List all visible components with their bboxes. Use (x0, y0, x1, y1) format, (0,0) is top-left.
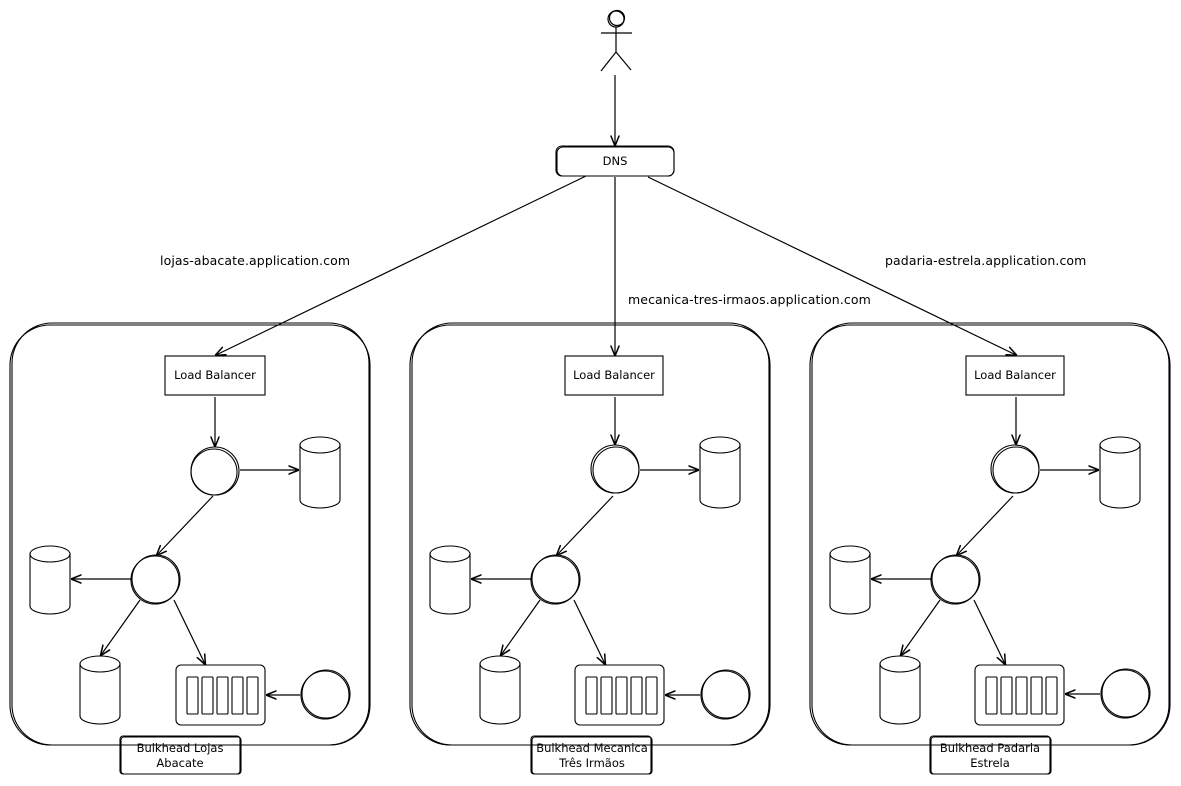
bulkhead-lojas-abacate-label: Bulkhead Lojas Abacate (136, 741, 224, 770)
bulkhead-padaria-container (809, 322, 1171, 775)
bulkhead-padaria-arrows (872, 397, 1100, 694)
load-balancer-lojas-label: Load Balancer (174, 368, 256, 383)
route-label-mecanica: mecanica-tres-irmaos.application.com (628, 292, 871, 307)
user-actor-icon (600, 9, 632, 72)
bulkhead-lojas-abacate-arrows (72, 397, 300, 695)
bulkhead-mecanica-label: Bulkhead Mecanica Três Irmãos (536, 741, 648, 770)
dns-label: DNS (602, 153, 628, 168)
dns-box (555, 145, 675, 177)
bulkhead-mecanica-container (409, 322, 771, 775)
bulkhead-mecanica-arrows (472, 397, 700, 695)
route-label-padaria: padaria-estrela.application.com (885, 253, 1087, 268)
load-balancer-padaria-label: Load Balancer (974, 368, 1056, 383)
route-label-lojas: lojas-abacate.application.com (160, 253, 351, 268)
bulkhead-padaria-label: Bulkhead Padaria Estrela (939, 741, 1041, 770)
load-balancer-mecanica-label: Load Balancer (573, 368, 655, 383)
